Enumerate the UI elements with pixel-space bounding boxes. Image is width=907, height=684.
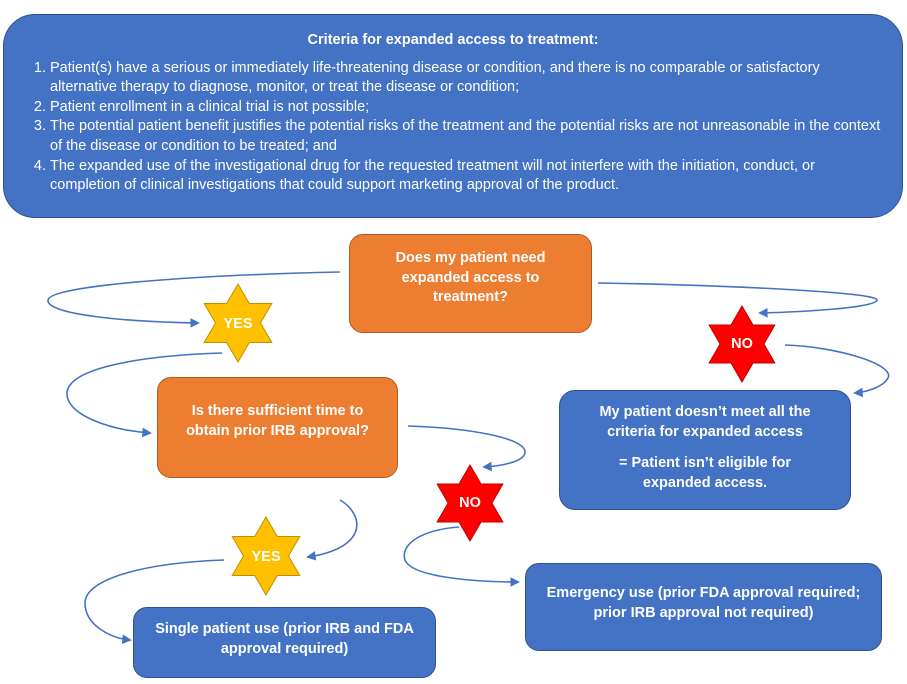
question2-text: Is there sufficient time to obtain prior… xyxy=(186,403,369,439)
arrow-no-to-emergency xyxy=(403,526,520,587)
arrow-q2-to-no xyxy=(407,425,526,472)
criteria-list: Patient(s) have a serious or immediately… xyxy=(24,59,882,196)
yes-label-2: YES xyxy=(251,549,281,565)
question1-text: Does my patient need expanded access to … xyxy=(395,250,546,305)
yes-star-2 xyxy=(231,516,301,596)
result-emergency-use: Emergency use (prior FDA approval requir… xyxy=(525,563,882,651)
no-label-2: NO xyxy=(459,495,481,511)
criteria-item: The potential patient benefit justifies … xyxy=(50,117,882,156)
yes-label-1: YES xyxy=(223,316,253,332)
result-single-patient-use: Single patient use (prior IRB and FDA ap… xyxy=(133,607,436,678)
not-eligible-line2: = Patient isn’t eligible for expanded ac… xyxy=(618,455,792,491)
arrow-q2-to-yes xyxy=(306,499,358,561)
criteria-item: The expanded use of the investigational … xyxy=(50,157,882,196)
criteria-item: Patient enrollment in a clinical trial i… xyxy=(50,98,882,118)
criteria-box: Criteria for expanded access to treatmen… xyxy=(3,14,903,218)
result-not-eligible: My patient doesn’t meet all the criteria… xyxy=(559,390,851,510)
no-label-1: NO xyxy=(731,336,753,352)
question-sufficient-time: Is there sufficient time to obtain prior… xyxy=(157,377,398,478)
criteria-item: Patient(s) have a serious or immediately… xyxy=(50,59,882,98)
no-star-1 xyxy=(708,305,776,383)
not-eligible-line1: My patient doesn’t meet all the criteria… xyxy=(599,404,811,440)
arrow-yes-to-single xyxy=(84,559,225,645)
single-patient-text: Single patient use (prior IRB and FDA ap… xyxy=(155,621,414,657)
no-star-2 xyxy=(436,464,504,542)
arrow-q1-to-yes xyxy=(47,271,341,328)
emergency-text: Emergency use (prior FDA approval requir… xyxy=(546,585,861,621)
arrow-no-to-not-eligible xyxy=(784,344,890,398)
yes-star-1 xyxy=(203,283,273,363)
arrow-q1-to-no xyxy=(597,282,878,318)
arrow-yes-to-q2 xyxy=(66,352,223,438)
criteria-title: Criteria for expanded access to treatmen… xyxy=(307,32,599,48)
question-need-expanded-access: Does my patient need expanded access to … xyxy=(349,234,592,333)
